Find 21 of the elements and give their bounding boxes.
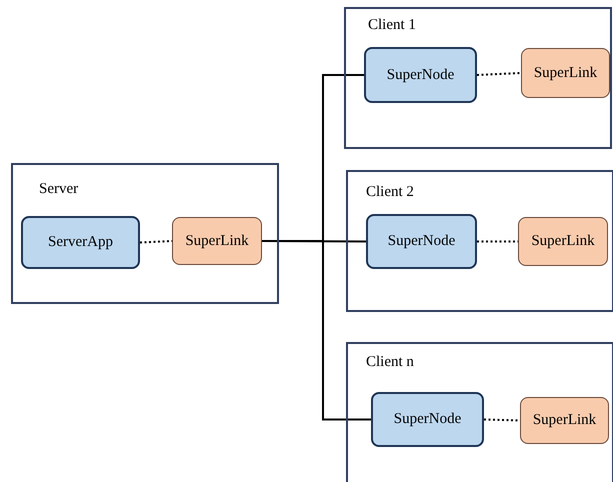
panel-title: Server [39, 181, 78, 198]
server-panel [11, 163, 279, 304]
dotted-connector [484, 418, 520, 422]
panel-title: Client 2 [366, 184, 414, 201]
client-panel [346, 342, 613, 482]
component-box: SuperLink [172, 217, 262, 265]
dotted-connector [477, 240, 518, 242]
client-panel [346, 170, 613, 312]
client-panel [344, 7, 612, 149]
component-box: ServerApp [21, 216, 140, 269]
component-box: SuperNode [366, 214, 477, 269]
component-box: SuperNode [371, 392, 484, 447]
panel-title: Client n [366, 354, 414, 371]
component-box: SuperLink [518, 217, 608, 266]
component-box: SuperNode [364, 47, 477, 103]
dotted-connector [140, 240, 172, 244]
panel-title: Client 1 [368, 17, 416, 34]
connector-line [262, 240, 371, 420]
dotted-connector [476, 72, 522, 76]
component-box: SuperLink [521, 48, 610, 98]
component-box: SuperLink [520, 397, 609, 444]
